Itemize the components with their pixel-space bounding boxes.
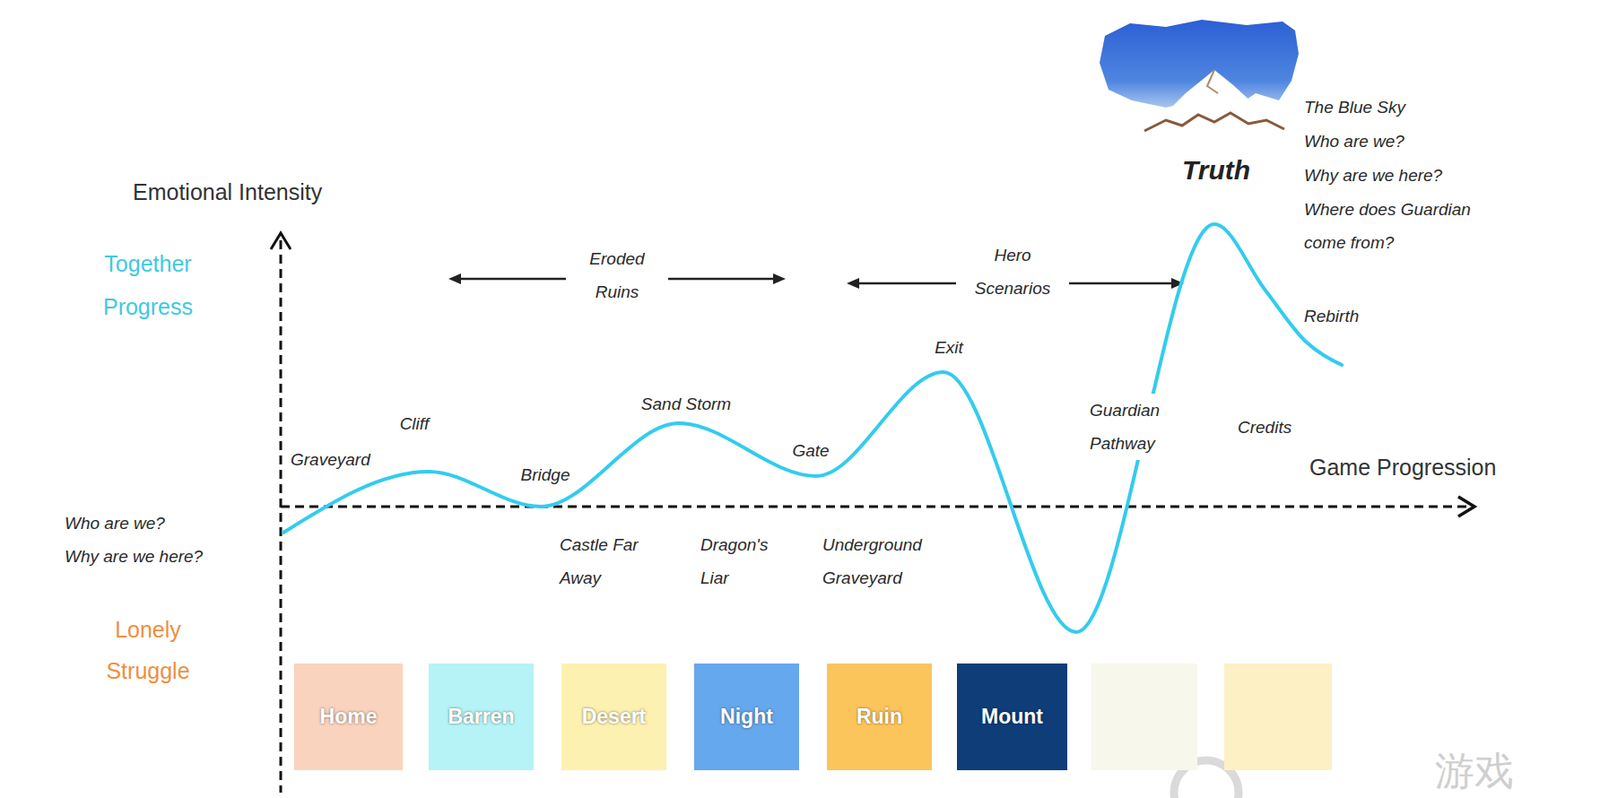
state-label: Together Progress — [85, 242, 211, 329]
stage-label: Bridge — [521, 458, 571, 492]
chapter-name: Desert — [582, 704, 647, 730]
chapter-box — [1224, 663, 1332, 771]
chapter-box: Home — [294, 663, 403, 771]
stage-label: Credits — [1237, 410, 1292, 444]
y-axis-arrowhead — [270, 233, 291, 250]
stage-label: Rebirth — [1304, 299, 1359, 333]
question-note: The Blue Sky — [1304, 90, 1406, 124]
stage-label: Graveyard — [290, 443, 371, 477]
stage-label: Underground Graveyard — [822, 528, 975, 595]
x-axis — [280, 505, 1471, 509]
question-note: Why are we here? — [64, 539, 203, 574]
question-note: Where does Guardian come from? — [1304, 192, 1493, 260]
chapter-box: Ruin — [826, 663, 932, 771]
mountain-ridge — [1207, 69, 1218, 94]
x-axis-arrowhead — [1458, 496, 1475, 517]
watermark: 游戏 — [1434, 751, 1514, 792]
question-note: Why are we here? — [1304, 158, 1443, 192]
span-arrow — [852, 282, 957, 286]
stage-label: Sand Storm — [641, 387, 731, 421]
question-note: Who are we? — [64, 506, 166, 540]
span-arrowhead — [448, 273, 461, 285]
stage-label: Gate — [791, 434, 829, 468]
span-arrowhead — [773, 273, 786, 285]
question-note: Who are we? — [1304, 124, 1405, 158]
chapter-box: Desert — [561, 663, 667, 771]
chapter-box: Night — [694, 663, 800, 771]
axis-label: Game Progression — [1309, 451, 1496, 485]
chapter-name: Night — [720, 704, 774, 730]
emotion-curve — [283, 224, 1342, 633]
chapter-box — [1091, 663, 1198, 771]
y-axis — [279, 240, 283, 793]
axis-label: Emotional Intensity — [132, 175, 322, 209]
chapter-name: Mount — [981, 704, 1044, 730]
mountain-picture — [1140, 69, 1287, 133]
climax-label: Truth — [1182, 153, 1251, 187]
span-label: Hero Scenarios — [967, 238, 1058, 305]
stage-label: Exit — [934, 330, 964, 365]
stage-label: Guardian Pathway — [1086, 393, 1193, 461]
span-arrowhead — [846, 278, 860, 289]
span-label: Eroded Ruins — [575, 242, 659, 309]
span-arrow — [668, 278, 781, 281]
chapter-box: Barren — [428, 663, 534, 771]
chapter-name: Ruin — [856, 704, 903, 730]
stage-label: Castle Far Away — [559, 528, 663, 595]
chapter-box: Mount — [956, 663, 1068, 771]
span-arrow — [453, 278, 566, 281]
state-label: Lonely Struggle — [89, 608, 207, 692]
mountain-base — [1144, 113, 1285, 131]
span-arrow — [1069, 282, 1179, 286]
stage-label: Cliff — [400, 407, 430, 441]
chapter-name: Home — [320, 704, 378, 730]
chapter-name: Barren — [447, 704, 514, 730]
stage-label: Dragon's Liar — [700, 528, 786, 595]
